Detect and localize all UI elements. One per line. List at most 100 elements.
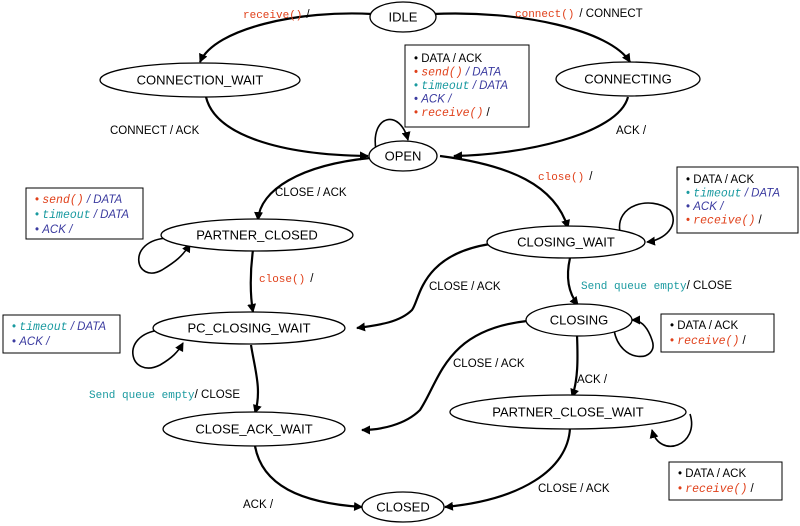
edge-closing-wait-to-pc-closing-wait	[356, 242, 491, 332]
box-line-main: timeout	[42, 209, 90, 222]
state-close-ack-wait: CLOSE_ACK_WAIT	[162, 411, 346, 447]
edge-connecting-to-open	[453, 96, 630, 161]
state-closing-wait-label: CLOSING_WAIT	[517, 235, 615, 250]
bullet: •	[35, 224, 42, 236]
label-closingwait-to-pcw: CLOSE / ACK	[429, 281, 501, 293]
box-line-main: receive()	[421, 107, 483, 120]
edge-pc-closing-wait-to-close-ack-wait	[249, 344, 262, 414]
action-box-open: • DATA / ACK• send() / DATA• timeout / D…	[404, 44, 530, 128]
label-idle-to-connecting-action: / CONNECT	[579, 8, 642, 20]
box-line: • ACK /	[414, 94, 453, 106]
box-line: • timeout / DATA	[12, 321, 106, 334]
state-close-ack-wait-label: CLOSE_ACK_WAIT	[195, 422, 312, 437]
bullet: •	[678, 483, 685, 495]
label-idle-to-cw-action: /	[306, 9, 310, 21]
state-idle: IDLE	[369, 1, 437, 33]
label-caw-to-closed: ACK /	[243, 499, 274, 511]
action-box-pc-closing-wait-lines: • timeout / DATA • ACK /	[12, 321, 106, 348]
box-line: • DATA / ACK	[678, 468, 746, 480]
label-open-to-pc: CLOSE / ACK	[275, 187, 347, 199]
bullet: •	[414, 94, 421, 106]
action-box-partner-close-wait: • DATA / ACK • receive() /	[668, 461, 783, 501]
box-line-tail: /	[483, 107, 490, 119]
edge-closing-wait-to-closing	[566, 257, 579, 306]
edge-closing-to-partner-close-wait	[570, 334, 579, 398]
loop-partner-close-wait	[649, 413, 693, 448]
edge-idle-to-connection-wait	[198, 12, 373, 63]
action-box-pc-closing-wait: • timeout / DATA • ACK /	[2, 314, 121, 354]
edge-connection-wait-to-open	[204, 96, 369, 161]
action-box-closing-wait: • DATA / ACK• timeout / DATA• ACK /• rec…	[676, 166, 799, 234]
box-line: • receive() /	[678, 483, 755, 496]
box-line-main: send()	[42, 194, 83, 207]
box-line-tail: /	[747, 483, 754, 495]
box-line-main: send()	[421, 67, 462, 80]
edge-close-ack-wait-to-closed	[253, 445, 363, 511]
box-line-main: ACK /	[420, 94, 453, 106]
label-pclosew-to-closed: CLOSE / ACK	[538, 483, 610, 495]
edge-partner-close-wait-to-closed	[444, 427, 572, 511]
state-closing-label: CLOSING	[550, 313, 609, 328]
box-line: • receive() /	[414, 107, 491, 120]
box-line-main: ACK /	[18, 336, 51, 348]
state-connecting: CONNECTING	[555, 61, 701, 97]
state-pc-closing-wait-label: PC_CLOSING_WAIT	[187, 321, 310, 336]
label-idle-to-cw-event: receive()	[243, 10, 302, 22]
action-box-partner-closed: • send() / DATA • timeout / DATA • ACK /	[25, 187, 144, 240]
state-partner-close-wait: PARTNER_CLOSE_WAIT	[449, 394, 687, 430]
state-open-label: OPEN	[385, 149, 422, 164]
label-open-to-closingwait: close()/	[538, 171, 593, 184]
box-line: • timeout / DATA	[414, 80, 508, 93]
box-line: • timeout / DATA	[35, 209, 129, 222]
box-line: • ACK /	[35, 224, 74, 236]
state-connection-wait: CONNECTION_WAIT	[99, 62, 301, 98]
box-line: • ACK /	[686, 201, 725, 213]
loop-open	[374, 118, 411, 151]
box-line: • send() / DATA	[35, 194, 123, 207]
transition-edges	[198, 12, 631, 511]
label-pcw-to-caw: Send queue empty/ CLOSE	[89, 389, 240, 402]
bullet: •	[414, 53, 421, 65]
state-connection-wait-label: CONNECTION_WAIT	[137, 73, 264, 88]
box-line-tail: / DATA	[463, 67, 502, 79]
edge-idle-to-connecting	[432, 12, 631, 63]
label-closingwait-to-closing: Send queue empty/ CLOSE	[581, 280, 732, 293]
label-open-to-closingwait-event: close()	[538, 172, 584, 184]
box-line-main: receive()	[677, 335, 739, 348]
state-open: OPEN	[368, 140, 438, 172]
label-pc-to-pcw-action: /	[310, 273, 314, 285]
loop-closing-wait	[618, 202, 674, 246]
edge-labels: receive()/ connect()/ CONNECT CONNECT / …	[89, 8, 732, 511]
box-line-tail: / DATA	[84, 194, 123, 206]
bullet: •	[686, 188, 693, 200]
self-loops	[132, 118, 693, 448]
bullet: •	[12, 336, 19, 348]
box-line-main: DATA / ACK	[677, 320, 738, 332]
label-closing-to-caw: CLOSE / ACK	[453, 358, 525, 370]
box-line-main: timeout	[19, 321, 67, 334]
state-connecting-label: CONNECTING	[584, 72, 671, 87]
edge-closing-to-close-ack-wait	[361, 319, 528, 435]
label-pc-to-pcw: close()/	[259, 273, 314, 286]
action-box-partner-close-wait-lines: • DATA / ACK • receive() /	[678, 468, 755, 496]
box-line-main: DATA / ACK	[421, 53, 482, 65]
box-line: • send() / DATA	[414, 67, 502, 80]
box-line-tail: / DATA	[742, 188, 781, 200]
box-line: • ACK /	[12, 336, 51, 348]
label-closingwait-to-closing-event: Send queue empty	[581, 281, 687, 293]
state-partner-closed-label: PARTNER_CLOSED	[196, 228, 318, 243]
edge-open-to-closing-wait	[439, 154, 570, 229]
state-closed: CLOSED	[361, 491, 445, 523]
label-closing-to-pclosew: ACK /	[577, 374, 608, 386]
box-line-tail: / DATA	[470, 80, 509, 92]
loop-closing	[613, 315, 654, 358]
action-box-closing-wait-lines: • DATA / ACK• timeout / DATA• ACK /• rec…	[686, 174, 780, 228]
box-line-main: ACK /	[41, 224, 74, 236]
box-line-main: DATA / ACK	[685, 468, 746, 480]
box-line: • receive() /	[686, 215, 763, 228]
box-line: • receive() /	[670, 335, 747, 348]
action-box-closing-lines: • DATA / ACK• receive() /	[670, 320, 747, 348]
label-idle-to-cw: receive() /	[243, 9, 310, 22]
state-partner-closed: PARTNER_CLOSED	[160, 218, 354, 252]
bullet: •	[414, 107, 421, 119]
